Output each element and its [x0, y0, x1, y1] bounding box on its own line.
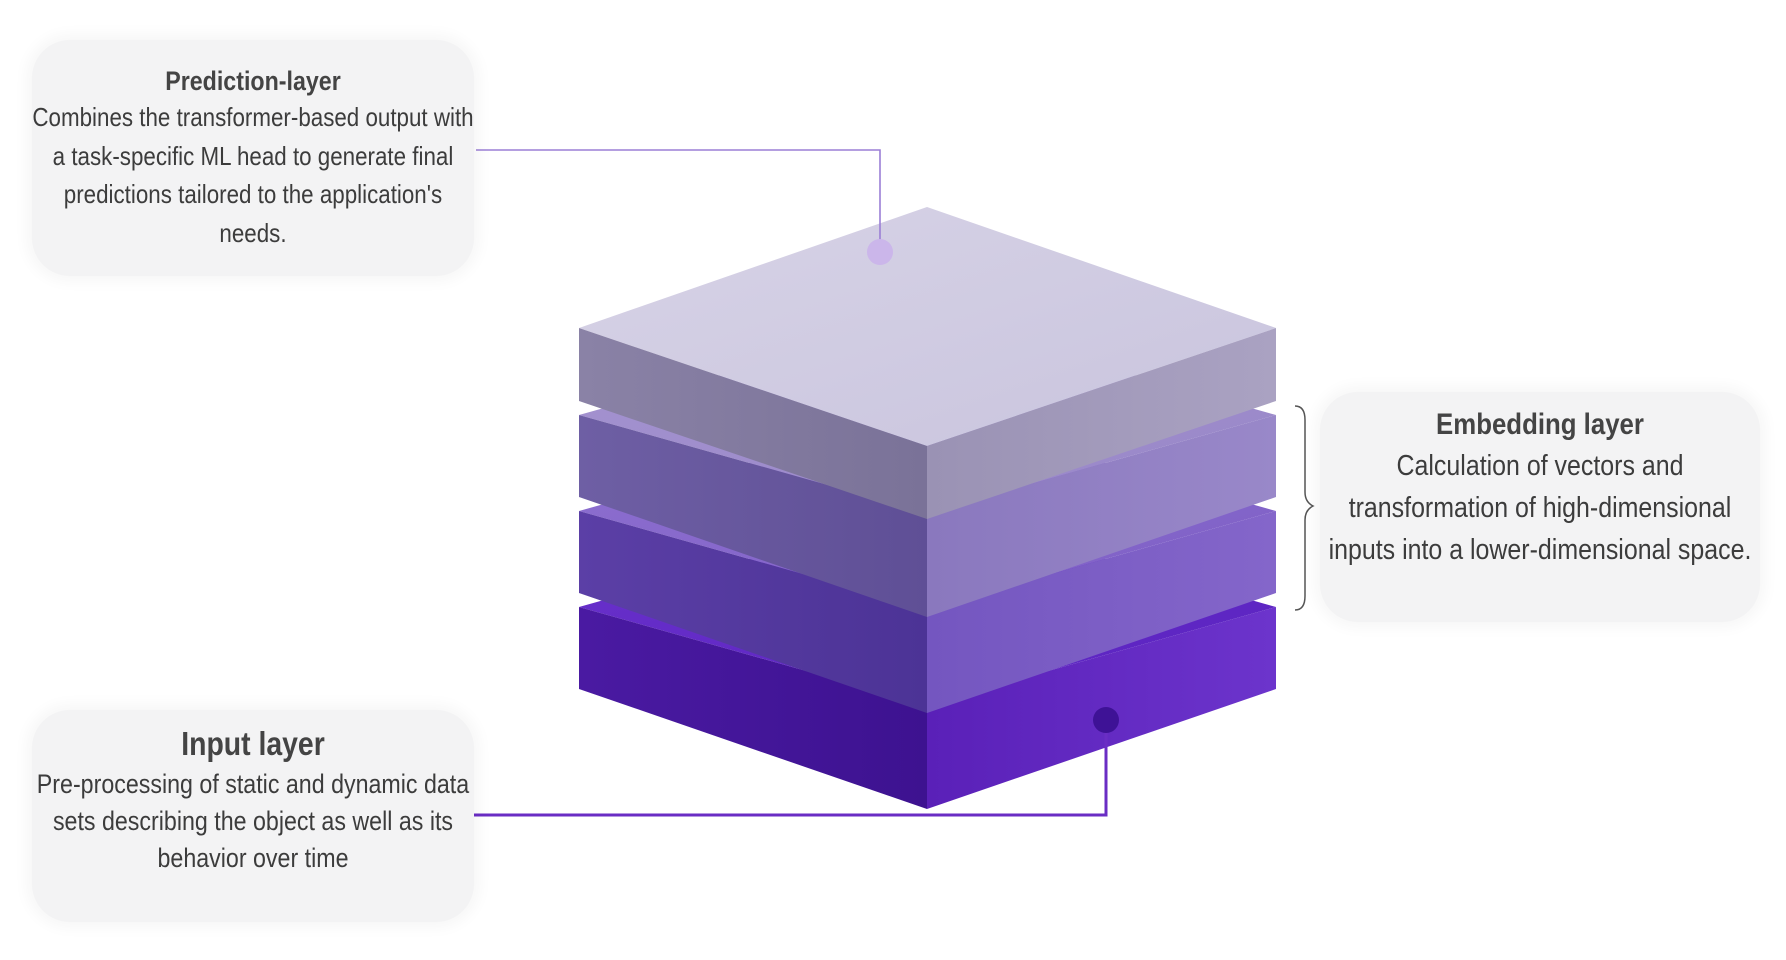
prediction-connector — [476, 149, 893, 265]
prediction-layer-card: Prediction-layer Combines the transforme… — [32, 40, 474, 276]
slab-embedding-upper-right-face — [927, 415, 1276, 617]
input-layer-card: Input layer Pre-processing of static and… — [32, 710, 474, 922]
input-connector-dot — [1093, 707, 1119, 733]
slab-prediction-top-face — [579, 207, 1276, 446]
slab-embedding-lower-right-face — [927, 511, 1276, 713]
slab-input-left-face — [579, 607, 927, 809]
input-layer-description: Pre-processing of static and dynamic dat… — [36, 769, 470, 873]
embedding-layer-description: Calculation of vectors and transformatio… — [1328, 450, 1752, 566]
prediction-layer-title: Prediction-layer — [165, 66, 341, 96]
slab-embedding-lower-left-face — [579, 511, 927, 713]
prediction-layer-description: Combines the transformer-based output wi… — [32, 102, 474, 248]
input-connector-line — [470, 720, 1108, 817]
input-connector — [470, 707, 1119, 817]
slab-embedding-upper-left-face — [579, 415, 927, 617]
input-layer-title: Input layer — [181, 725, 325, 762]
prediction-connector-dot — [867, 239, 893, 265]
embedding-layer-card: Embedding layer Calculation of vectors a… — [1320, 392, 1760, 622]
embedding-layer-title: Embedding layer — [1436, 408, 1644, 441]
slab-prediction-left-face — [579, 328, 927, 519]
prediction-connector-line — [476, 149, 881, 252]
slab-prediction-right-face — [927, 328, 1276, 519]
slab-prediction — [579, 207, 1276, 519]
embedding-bracket — [1294, 405, 1315, 611]
